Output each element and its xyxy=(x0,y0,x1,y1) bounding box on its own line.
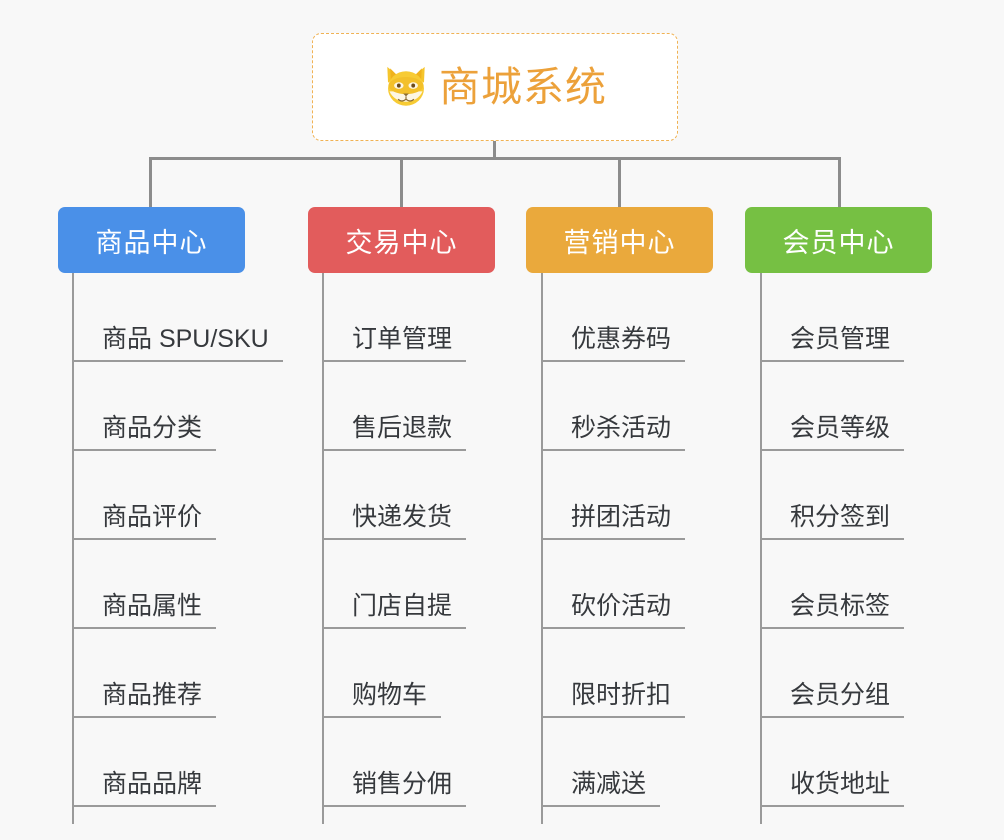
leaf-item[interactable]: 会员标签 xyxy=(760,540,905,629)
leaf-item-label: 秒杀活动 xyxy=(541,414,686,451)
leaf-item-label: 砍价活动 xyxy=(541,592,686,629)
leaf-item[interactable]: 快递发货 xyxy=(322,451,467,540)
category-header-label: 营销中心 xyxy=(563,227,676,258)
leaf-item[interactable]: 商品品牌 xyxy=(72,718,217,807)
category-header-label: 交易中心 xyxy=(345,227,458,258)
leaf-item[interactable]: 商品推荐 xyxy=(72,629,217,718)
leaf-item-label: 商品评价 xyxy=(72,503,217,540)
leaf-item[interactable]: 会员分组 xyxy=(760,629,905,718)
leaf-item[interactable]: 收货地址 xyxy=(760,718,905,807)
leaf-item-label: 商品品牌 xyxy=(72,770,217,807)
leaf-item-label: 限时折扣 xyxy=(541,681,686,718)
leaf-spine xyxy=(72,273,74,824)
category-header-交易中心[interactable]: 交易中心 xyxy=(308,207,495,273)
leaf-item[interactable]: 购物车 xyxy=(322,629,442,718)
leaf-item[interactable]: 商品属性 xyxy=(72,540,217,629)
leaf-item[interactable]: 商品 SPU/SKU xyxy=(72,273,283,362)
category-header-label: 商品中心 xyxy=(95,227,208,258)
connector-drop-col-4 xyxy=(838,157,841,210)
leaf-item-label: 积分签到 xyxy=(760,503,905,540)
leaf-item-label: 商品属性 xyxy=(72,592,217,629)
connector-root-stem xyxy=(493,141,496,160)
leaf-item-label: 商品分类 xyxy=(72,414,217,451)
leaf-item-label: 会员标签 xyxy=(760,592,905,629)
leaf-item-label: 收货地址 xyxy=(760,770,905,807)
leaf-spine xyxy=(541,273,543,824)
leaf-item[interactable]: 门店自提 xyxy=(322,540,467,629)
leaf-item[interactable]: 销售分佣 xyxy=(322,718,467,807)
leaf-item-label: 快递发货 xyxy=(322,503,467,540)
leaf-item-label: 优惠券码 xyxy=(541,325,686,362)
leaf-item[interactable]: 拼团活动 xyxy=(541,451,686,540)
connector-drop-col-3 xyxy=(618,157,621,210)
root-title: 商城系统 xyxy=(439,63,607,110)
leaf-item-label: 销售分佣 xyxy=(322,770,467,807)
leaf-spine xyxy=(322,273,324,824)
leaf-item[interactable]: 售后退款 xyxy=(322,362,467,451)
leaf-item[interactable]: 订单管理 xyxy=(322,273,467,362)
leaf-item-label: 会员管理 xyxy=(760,325,905,362)
leaf-item[interactable]: 商品评价 xyxy=(72,451,217,540)
connector-drop-col-2 xyxy=(400,157,403,210)
shiba-dog-face-icon xyxy=(387,66,425,106)
leaf-item[interactable]: 积分签到 xyxy=(760,451,905,540)
leaf-item-label: 订单管理 xyxy=(322,325,467,362)
category-header-商品中心[interactable]: 商品中心 xyxy=(58,207,245,273)
leaf-item-label: 商品 SPU/SKU xyxy=(72,325,283,362)
leaf-item-label: 拼团活动 xyxy=(541,503,686,540)
leaf-item-label: 购物车 xyxy=(322,681,442,718)
leaf-item[interactable]: 会员等级 xyxy=(760,362,905,451)
leaf-item[interactable]: 商品分类 xyxy=(72,362,217,451)
leaf-item[interactable]: 秒杀活动 xyxy=(541,362,686,451)
leaf-item-label: 售后退款 xyxy=(322,414,467,451)
leaf-item[interactable]: 优惠券码 xyxy=(541,273,686,362)
leaf-item-label: 商品推荐 xyxy=(72,681,217,718)
leaf-item[interactable]: 砍价活动 xyxy=(541,540,686,629)
leaf-spine xyxy=(760,273,762,824)
leaf-item[interactable]: 限时折扣 xyxy=(541,629,686,718)
connector-drop-col-1 xyxy=(149,157,152,210)
category-header-label: 会员中心 xyxy=(782,227,895,258)
leaf-item-label: 门店自提 xyxy=(322,592,467,629)
leaf-item-label: 会员等级 xyxy=(760,414,905,451)
leaf-item-label: 满减送 xyxy=(541,770,661,807)
root-node[interactable]: 商城系统 xyxy=(312,33,678,141)
category-header-会员中心[interactable]: 会员中心 xyxy=(745,207,932,273)
leaf-item[interactable]: 满减送 xyxy=(541,718,661,807)
category-header-营销中心[interactable]: 营销中心 xyxy=(526,207,713,273)
leaf-item[interactable]: 会员管理 xyxy=(760,273,905,362)
leaf-item-label: 会员分组 xyxy=(760,681,905,718)
connector-horizontal-bus xyxy=(149,157,841,160)
